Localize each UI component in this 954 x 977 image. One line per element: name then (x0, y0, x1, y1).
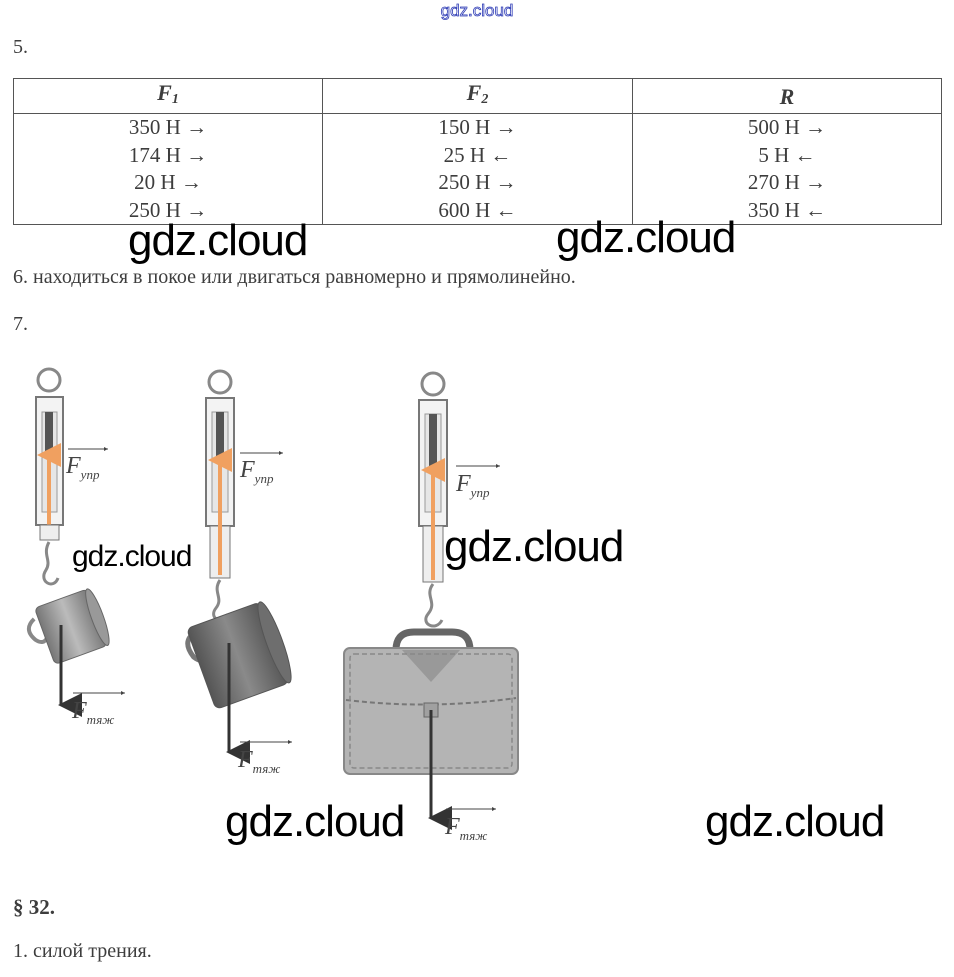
task-6-answer: 6. находиться в покое или двигаться равн… (13, 266, 576, 288)
spring-scale-3 (418, 371, 448, 628)
watermark: gdz.cloud (444, 522, 624, 571)
table-cell: 600 Н ← (438, 197, 517, 222)
table-cell: 350 Н → (128, 115, 208, 139)
column-r: 500 Н → 5 Н ← 270 Н → 350 Н ← (631, 113, 943, 225)
forces-table: F1 F2 R 350 Н → 174 Н → 20 Н → 250 Н → 1… (12, 78, 943, 225)
table-cell: 20 Н → (134, 170, 202, 194)
table-cell: 500 Н → (747, 115, 827, 139)
ring-icon (207, 369, 233, 395)
elastic-force-label: Fупр (239, 457, 274, 486)
task-7-number: 7. (13, 313, 28, 335)
column-f2: 150 Н → 25 Н ← 250 Н → 600 Н ← (322, 113, 633, 225)
large-mug (185, 601, 292, 709)
table-cell: 250 Н → (128, 197, 208, 222)
table-cell: 25 Н ← (443, 142, 512, 167)
small-mug (26, 588, 110, 664)
top-watermark: gdz.cloud (440, 1, 514, 21)
header-r: R (631, 78, 943, 114)
watermark: gdz.cloud (705, 797, 885, 846)
table-cell: 250 Н → (438, 170, 517, 194)
section-32-answer-1: 1. силой трения. (13, 940, 152, 962)
ring-icon (36, 367, 62, 393)
ring-icon (420, 371, 446, 397)
table-header-row: F1 F2 R (12, 78, 943, 114)
spring-scale-2 (205, 369, 235, 622)
section-32-title: § 32. (13, 895, 55, 919)
table-cell: 350 Н ← (747, 197, 827, 222)
header-f1: F1 (12, 78, 324, 114)
watermark: gdz.cloud (556, 213, 736, 262)
column-f1: 350 Н → 174 Н → 20 Н → 250 Н → (12, 113, 324, 225)
table-cell: 270 Н → (747, 170, 827, 194)
table-cell: 150 Н → (438, 115, 517, 139)
table-body-row: 350 Н → 174 Н → 20 Н → 250 Н → 150 Н → 2… (12, 113, 943, 225)
watermark: gdz.cloud (72, 540, 192, 573)
task-5-number: 5. (13, 36, 28, 58)
elastic-force-label: Fупр (455, 471, 490, 500)
watermark: gdz.cloud (128, 216, 308, 265)
watermark: gdz.cloud (225, 797, 405, 846)
spring-scale-1 (35, 367, 64, 586)
gravity-force-label: Fтяж (444, 814, 487, 843)
gravity-force-label: Fтяж (71, 698, 114, 727)
elastic-force-label: Fупр (65, 453, 100, 482)
gravity-force-label: Fтяж (237, 747, 280, 776)
header-f2: F2 (322, 78, 633, 114)
table-cell: 174 Н → (128, 142, 208, 167)
table-cell: 5 Н ← (758, 142, 816, 167)
spring-scales-figure: Fупр Fтяж Fупр Fтяж Fупр (26, 367, 519, 843)
